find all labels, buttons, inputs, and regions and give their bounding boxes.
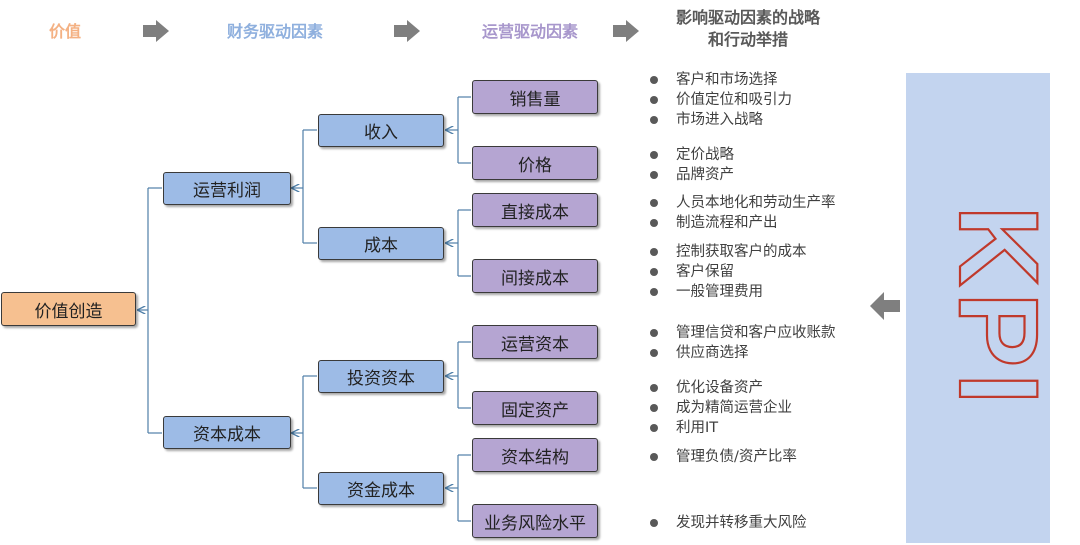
node-cost: 成本 bbox=[318, 227, 444, 260]
node-price: 价格 bbox=[472, 146, 598, 180]
header-strategy-line2: 和行动举措 bbox=[707, 30, 788, 49]
header-arrow-icon bbox=[394, 20, 420, 42]
kpi-label: KPI bbox=[935, 205, 1050, 412]
strategy-bullet: 品牌资产 bbox=[650, 165, 734, 185]
header-operational-drivers: 运营驱动因素 bbox=[481, 22, 578, 41]
node-sales-volume: 销售量 bbox=[472, 80, 598, 114]
node-funding-cost: 资金成本 bbox=[318, 472, 444, 505]
kpi-arrow-icon bbox=[870, 292, 900, 320]
node-fixed-assets: 固定资产 bbox=[472, 391, 598, 425]
strategy-bullet: 市场进入战略 bbox=[650, 110, 763, 130]
header-strategy-line1: 影响驱动因素的战略 bbox=[675, 8, 820, 27]
header-strategy: 影响驱动因素的战略 和行动举措 bbox=[648, 7, 848, 51]
strategy-bullet: 发现并转移重大风险 bbox=[650, 513, 807, 533]
strategy-bullet: 优化设备资产 bbox=[650, 378, 763, 398]
strategy-bullet: 制造流程和产出 bbox=[650, 213, 778, 233]
kpi-panel bbox=[906, 73, 1050, 543]
header-value: 价值 bbox=[48, 22, 81, 41]
header-arrow-icon bbox=[143, 20, 169, 42]
strategy-bullet: 控制获取客户的成本 bbox=[650, 242, 807, 262]
node-business-risk: 业务风险水平 bbox=[472, 504, 598, 538]
node-direct-cost: 直接成本 bbox=[472, 193, 598, 227]
node-capital-cost: 资本成本 bbox=[163, 416, 291, 449]
strategy-bullet: 供应商选择 bbox=[650, 343, 749, 363]
strategy-bullet: 人员本地化和劳动生产率 bbox=[650, 193, 836, 213]
node-revenue: 收入 bbox=[318, 114, 444, 147]
strategy-bullet: 成为精简运营企业 bbox=[650, 398, 792, 418]
header-financial-drivers: 财务驱动因素 bbox=[226, 22, 323, 41]
header-arrow-icon bbox=[613, 20, 639, 42]
node-operating-profit: 运营利润 bbox=[163, 172, 291, 205]
strategy-bullet: 利用IT bbox=[650, 418, 718, 438]
strategy-bullet: 价值定位和吸引力 bbox=[650, 90, 792, 110]
strategy-bullet: 客户保留 bbox=[650, 262, 734, 282]
node-working-capital: 运营资本 bbox=[472, 325, 598, 359]
strategy-bullet: 管理负债/资产比率 bbox=[650, 447, 797, 467]
node-value-creation: 价值创造 bbox=[1, 292, 136, 326]
node-invested-capital: 投资资本 bbox=[318, 360, 444, 393]
strategy-bullet: 管理信贷和客户应收账款 bbox=[650, 323, 836, 343]
strategy-bullet: 一般管理费用 bbox=[650, 282, 763, 302]
svg-text:KPI: KPI bbox=[936, 206, 1050, 411]
node-indirect-cost: 间接成本 bbox=[472, 259, 598, 293]
strategy-bullet: 定价战略 bbox=[650, 145, 734, 165]
strategy-bullet: 客户和市场选择 bbox=[650, 70, 778, 90]
node-capital-structure: 资本结构 bbox=[472, 438, 598, 472]
